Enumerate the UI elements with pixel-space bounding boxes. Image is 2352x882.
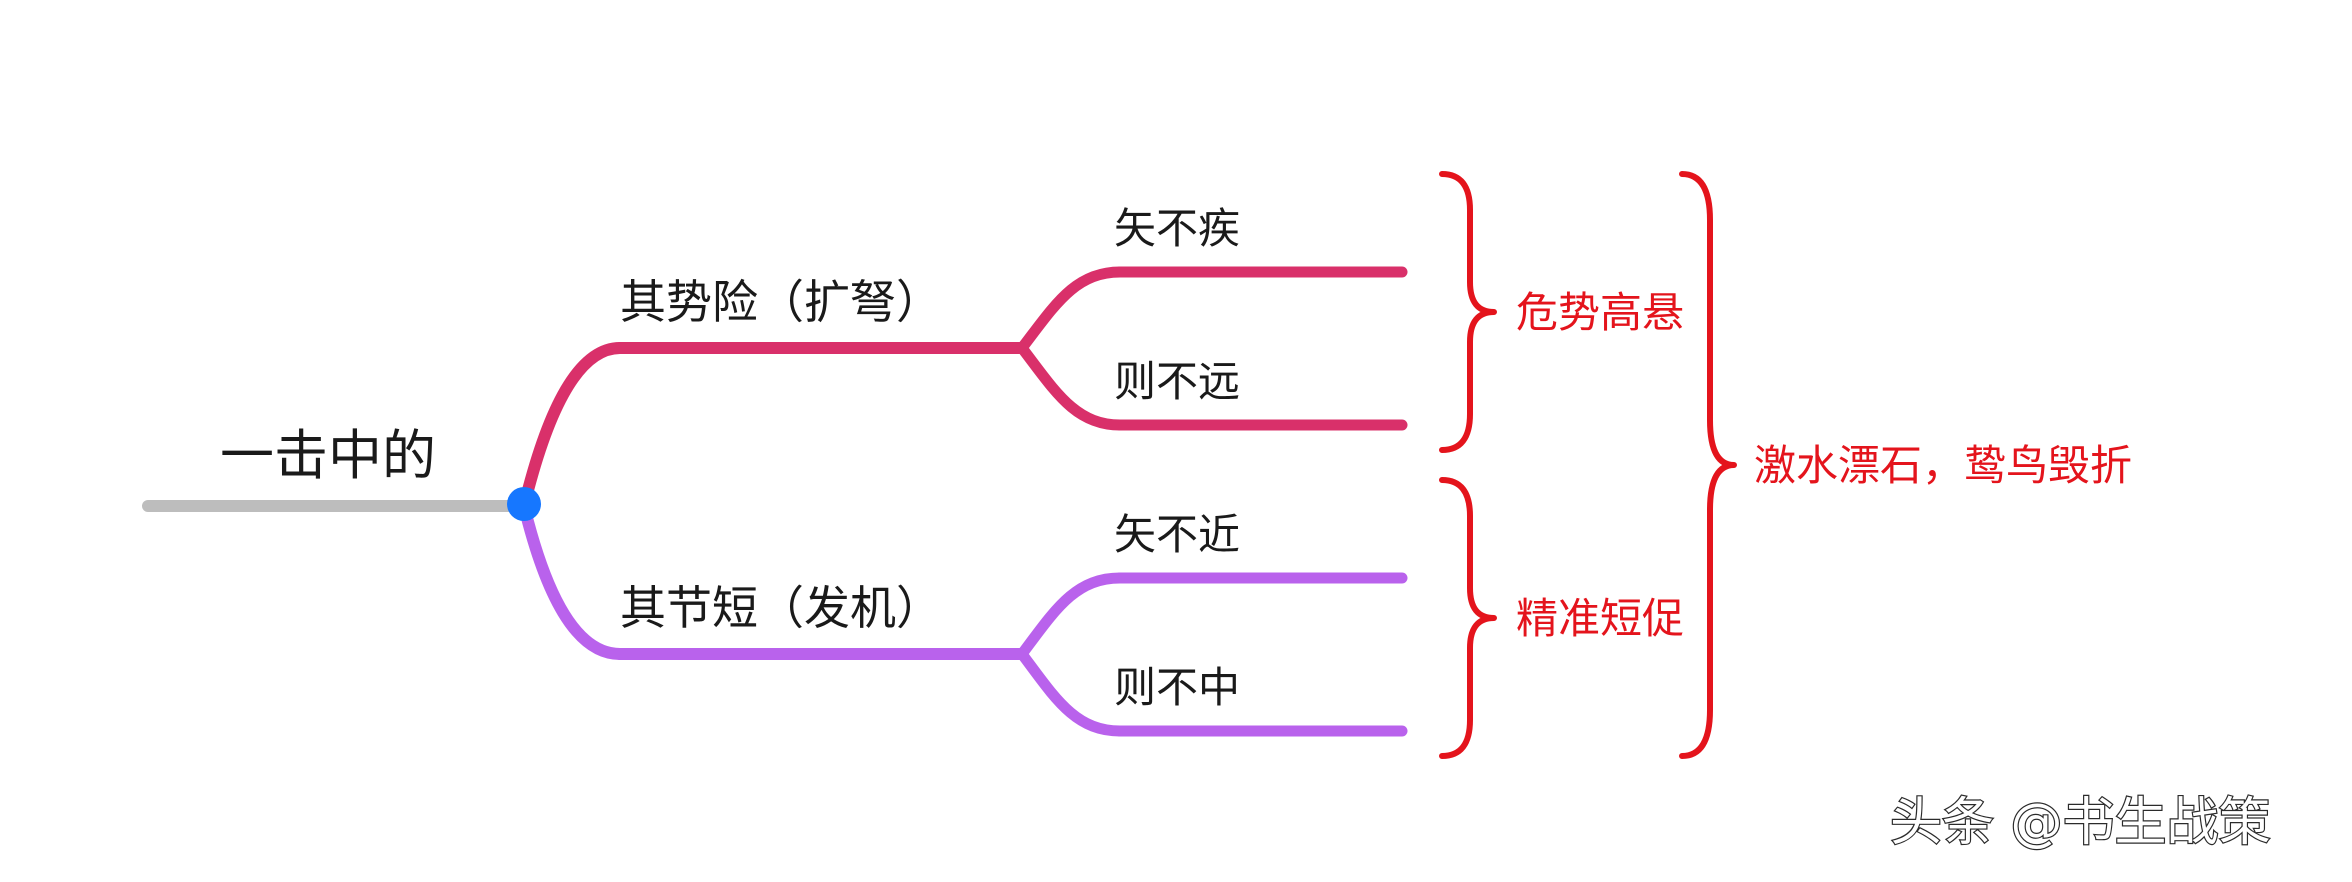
summary-brace-overall [1679,171,1737,759]
summary-label-1: 危势高悬 [1516,288,1684,337]
summary-label-2: 精准短促 [1516,594,1684,643]
root-label: 一击中的 [220,424,436,487]
summary-label-overall: 激水漂石，鸷鸟毁折 [1754,441,2132,490]
summary-brace-2 [1439,477,1497,759]
branch-connector-1 [518,342,626,512]
leaf-label-1-1: 矢不疾 [1114,204,1240,253]
branch-label-1: 其势险（扩弩） [620,275,942,329]
branch-label-2: 其节短（发机） [620,581,942,635]
leaf-connector-2-1 [1016,572,1126,660]
leaf-label-1-2: 则不远 [1114,357,1240,406]
summary-brace-1 [1439,171,1497,453]
leaf-connector-1-1 [1016,266,1126,354]
leaf-connector-2-2 [1016,648,1126,737]
leaf-connector-1-2 [1016,342,1126,431]
watermark: 头条 @书生战策 [1890,793,2271,853]
leaf-label-2-1: 矢不近 [1114,510,1240,559]
branch-connector-2 [518,500,626,660]
leaf-label-2-2: 则不中 [1114,663,1240,712]
root-node [507,487,541,521]
